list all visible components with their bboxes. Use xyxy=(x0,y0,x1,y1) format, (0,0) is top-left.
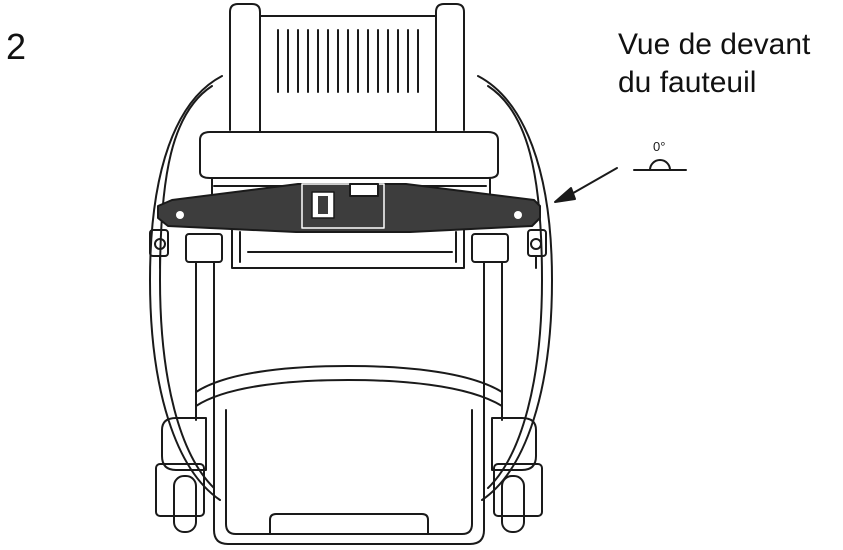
pointer-arrow xyxy=(554,167,618,203)
caster-left xyxy=(155,417,207,533)
backrest xyxy=(259,15,437,133)
footrest-frame xyxy=(213,399,485,545)
caster-right xyxy=(491,417,543,533)
side-mounting-bracket xyxy=(157,183,541,233)
angle-indicator: 0° xyxy=(633,139,687,171)
angle-label: 0° xyxy=(653,139,665,154)
clamp-right xyxy=(471,229,547,269)
rear-wheel-left xyxy=(149,75,223,501)
view-caption-line-1: Vue de devant xyxy=(618,28,811,61)
clamp-left xyxy=(149,229,223,269)
seat-frame xyxy=(231,227,465,269)
step-number: 2 xyxy=(6,26,27,67)
cross-bar xyxy=(195,365,503,407)
backrest-frame xyxy=(229,3,465,131)
front-frame-tubes xyxy=(195,261,503,421)
angle-arc xyxy=(649,159,671,171)
view-caption: Vue de devant du fauteuil xyxy=(618,26,810,102)
view-caption-line-2: du fauteuil xyxy=(618,66,757,99)
rear-wheel-right xyxy=(477,75,553,501)
